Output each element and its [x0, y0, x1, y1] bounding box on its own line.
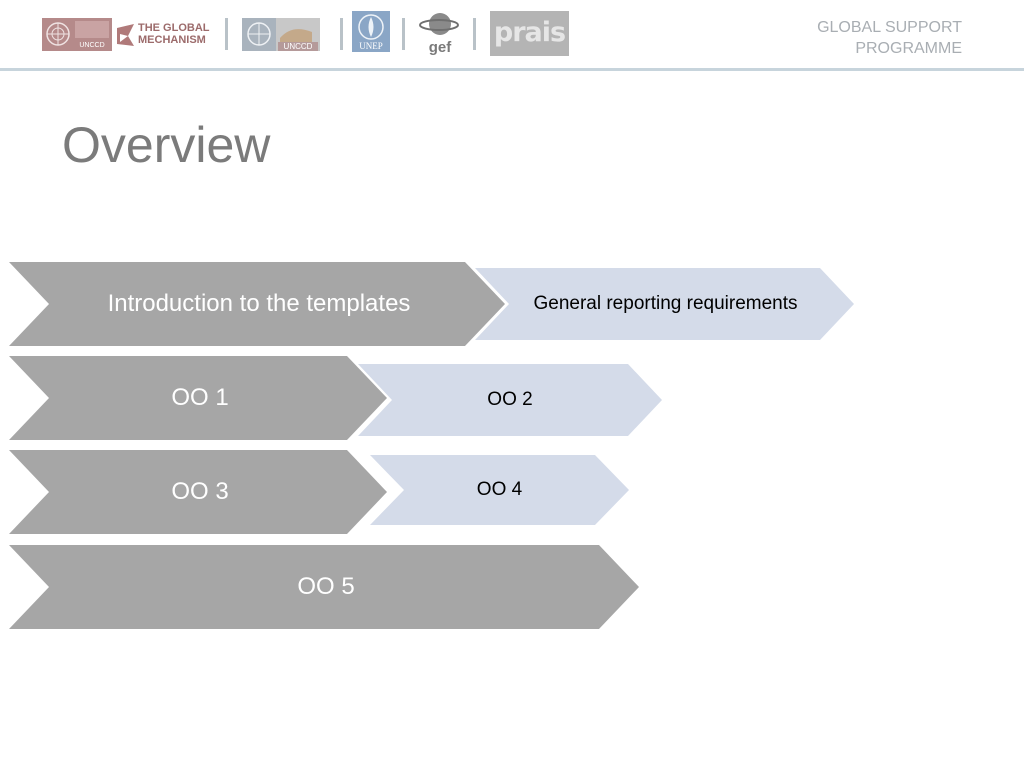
un-emblem-icon: UNCCD	[42, 18, 112, 51]
chevron-oo2: OO 2	[358, 364, 662, 436]
slide-title: Overview	[62, 117, 271, 173]
chevron-oo5: OO 5	[9, 545, 639, 629]
unep-logo: UNEP	[352, 11, 390, 52]
unep-emblem-icon: UNEP	[352, 11, 390, 52]
svg-text:gef: gef	[429, 39, 453, 56]
programme-line-1: GLOBAL SUPPORT	[817, 19, 962, 36]
chevron-label: Introduction to the templates	[107, 290, 411, 317]
unccd-land-logo: UNCCD	[242, 18, 320, 51]
logo-separator	[402, 18, 405, 50]
header-divider	[0, 68, 1024, 71]
gm-wordmark: THE GLOBAL MECHANISM	[138, 22, 210, 46]
chevron-introduction: Introduction to the templates	[9, 262, 505, 346]
chevron-label: OO 2	[487, 389, 533, 410]
logo-separator	[340, 18, 343, 50]
chevron-general-reporting: General reporting requirements	[475, 268, 854, 340]
prais-logo: prais	[490, 11, 569, 56]
svg-text:UNEP: UNEP	[359, 41, 383, 51]
logo-separator	[473, 18, 476, 50]
programme-name: GLOBAL SUPPORT PROGRAMME	[817, 17, 962, 59]
gm-mark-icon	[117, 24, 134, 46]
chevron-label: OO 4	[476, 479, 523, 500]
chevron-oo4: OO 4	[370, 455, 629, 525]
chevron-label: OO 5	[297, 573, 355, 600]
gm-line-2: MECHANISM	[138, 34, 206, 46]
header-bar: UNCCD THE GLOBAL MECHANISM UNCCD	[0, 0, 1024, 71]
svg-text:UNCCD: UNCCD	[284, 42, 313, 51]
gef-logo: gef	[418, 10, 460, 56]
chevron-label: OO 1	[171, 384, 229, 411]
global-mechanism-logo: THE GLOBAL MECHANISM	[116, 22, 216, 48]
unccd-land-icon: UNCCD	[242, 18, 320, 51]
prais-wordmark: prais	[493, 17, 566, 48]
chevron-oo3: OO 3	[9, 450, 387, 534]
chevron-label: OO 3	[171, 478, 229, 505]
logo-separator	[225, 18, 228, 50]
gef-globe-icon: gef	[419, 13, 459, 56]
chevron-oo1: OO 1	[9, 356, 387, 440]
svg-text:UNCCD: UNCCD	[79, 42, 104, 49]
chevron-label: General reporting requirements	[533, 293, 798, 314]
programme-line-2: PROGRAMME	[855, 40, 962, 57]
unccd-logo: UNCCD	[42, 18, 112, 51]
gm-line-1: THE GLOBAL	[138, 22, 210, 34]
